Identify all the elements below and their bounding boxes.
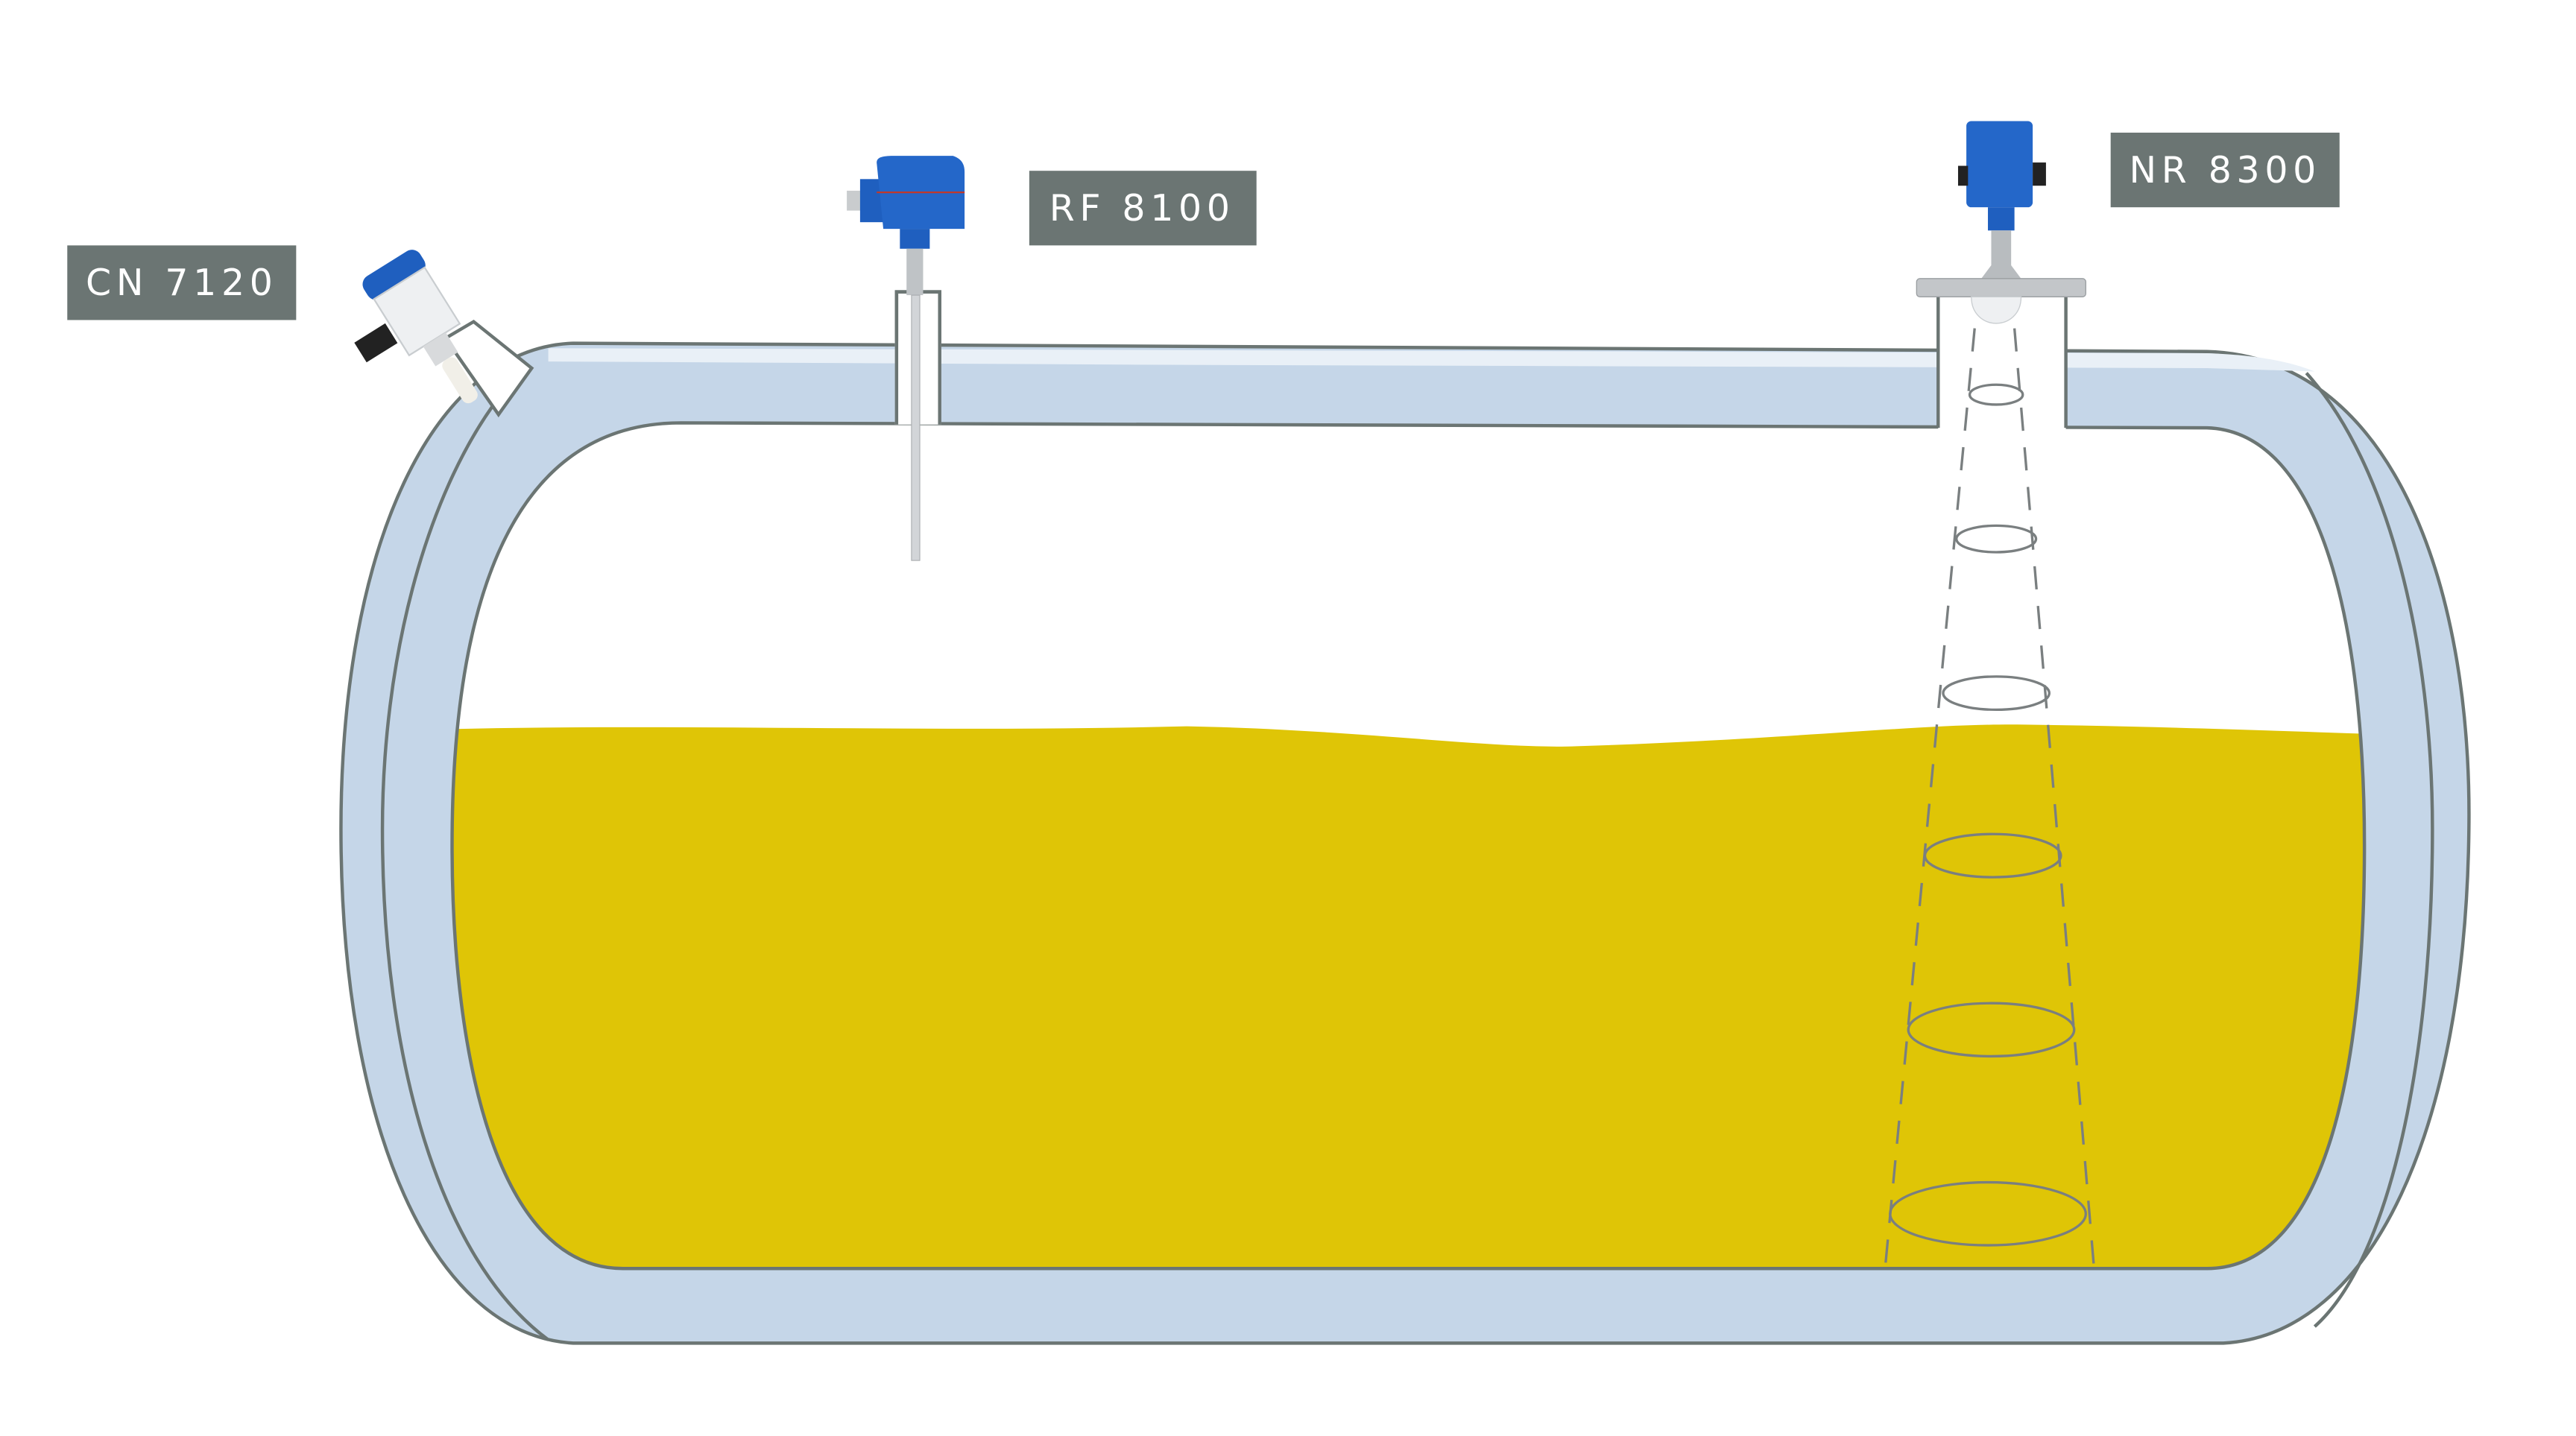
- label-text: NR 8300: [2130, 149, 2321, 192]
- label-text: CN 7120: [86, 262, 278, 304]
- tank-left-rim: [380, 396, 549, 1341]
- cn-7120-sensor-icon: [354, 250, 478, 404]
- label-rf-8100: RF 8100: [1029, 171, 1257, 246]
- tank-right-rim: [2305, 372, 2434, 1328]
- label-text: RF 8100: [1049, 187, 1235, 230]
- radar-beam: [1884, 328, 2096, 1269]
- cn-nozzle: [443, 319, 534, 418]
- label-cn-7120: CN 7120: [67, 245, 297, 320]
- liquid-fill: [452, 724, 2365, 1269]
- tank-interior-outline: [450, 421, 2367, 1271]
- tank-top-highlight: [548, 348, 2315, 372]
- nr-8300-sensor-icon: [1916, 121, 2086, 324]
- label-nr-8300: NR 8300: [2110, 133, 2340, 208]
- rf-8100-sensor-icon: [847, 156, 965, 561]
